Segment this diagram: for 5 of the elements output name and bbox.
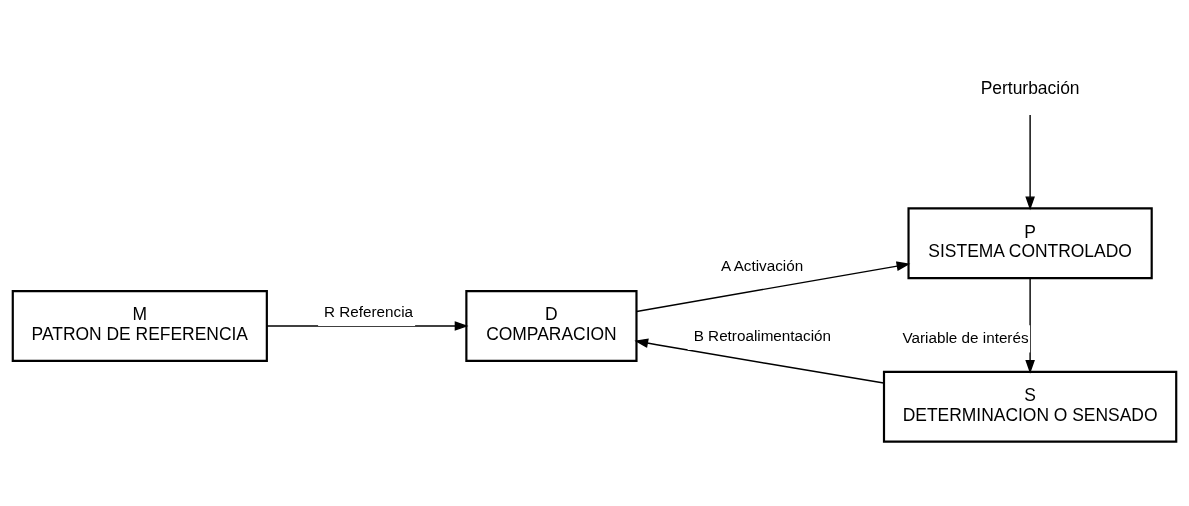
edge-label: Variable de interés <box>902 329 1029 347</box>
edge-label: B Retroalimentación <box>693 326 832 344</box>
node-text: Perturbación <box>980 77 1080 98</box>
edge-label: R Referencia <box>324 303 414 321</box>
edge-label: A Activación <box>720 257 804 275</box>
